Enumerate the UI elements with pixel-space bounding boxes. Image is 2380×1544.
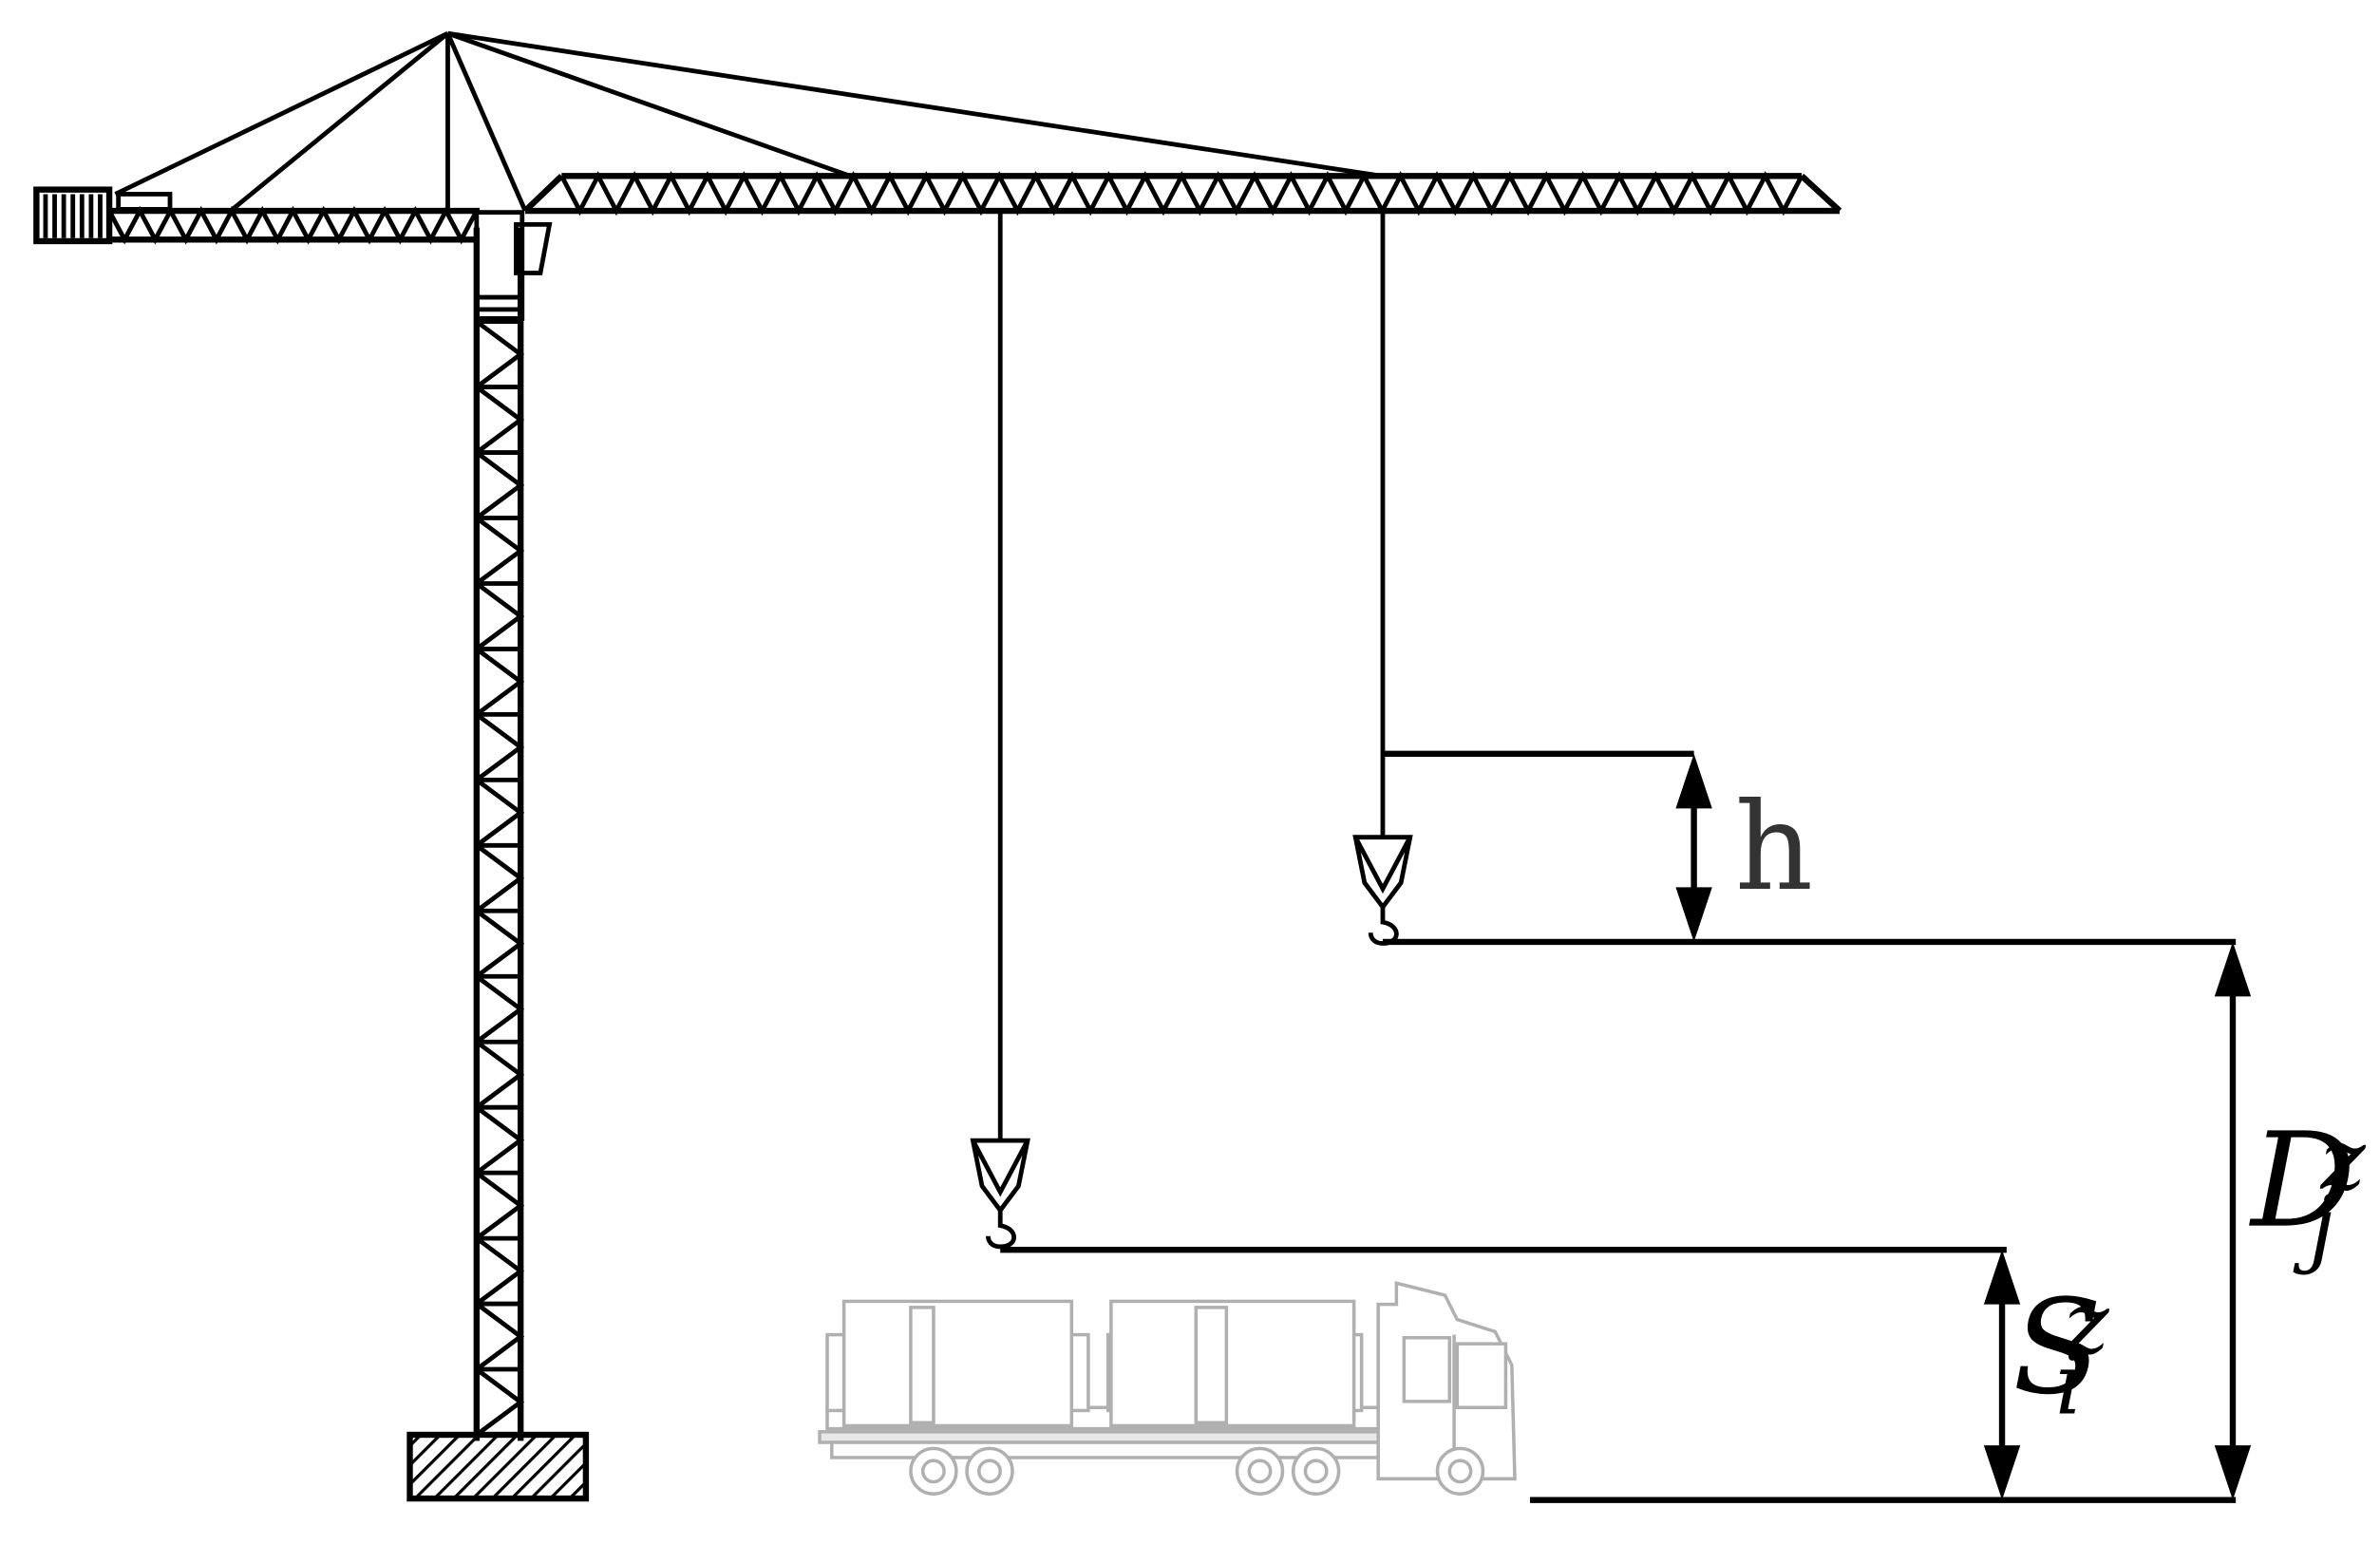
label-d-sup: z	[2320, 1111, 2367, 1210]
hook-lower-icon	[970, 1138, 1030, 1250]
truck-wheels	[909, 1446, 1485, 1497]
main-jib	[522, 171, 1842, 217]
crane-cables	[114, 30, 1382, 213]
label-h: h	[1735, 777, 1813, 918]
crane-mast	[473, 227, 525, 1441]
d-dimension-arrow	[2214, 941, 2252, 1500]
label-s-sup: z	[2064, 1275, 2110, 1374]
s-dimension-arrow	[1983, 1250, 2021, 1500]
dimension-lines	[1000, 750, 2237, 1503]
hook-upper-icon	[1352, 835, 1413, 946]
crane-base	[406, 1431, 590, 1502]
label-d: D z j	[2248, 1068, 2380, 1276]
label-s-main: S	[2012, 1271, 2102, 1423]
label-d-main: D	[2248, 1105, 2355, 1257]
h-dimension-arrow	[1675, 753, 1712, 942]
label-s-sub: i	[2055, 1336, 2083, 1435]
truck	[818, 1281, 1517, 1497]
counterweight	[33, 186, 173, 245]
crane-cab	[474, 210, 553, 321]
tower-crane	[33, 30, 1842, 1502]
label-s: S z i	[2012, 1233, 2150, 1435]
